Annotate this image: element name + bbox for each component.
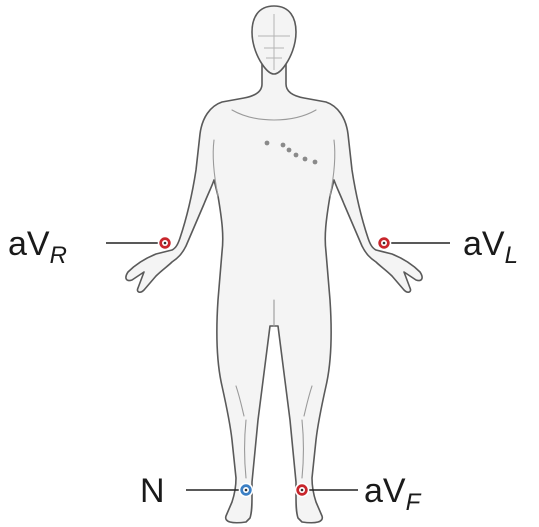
precordial-dot — [294, 153, 299, 158]
avf-label-sub: F — [406, 489, 422, 516]
human-body-figure — [126, 6, 422, 523]
body-silhouette — [126, 62, 422, 523]
avl-label-sub: L — [505, 242, 518, 269]
precordial-dot — [303, 157, 308, 162]
precordial-dot — [281, 143, 286, 148]
n-label: N — [140, 472, 165, 510]
avl-label: aVL — [463, 225, 518, 269]
left-ankle-electrode — [296, 484, 309, 497]
avf-label: aVF — [364, 472, 422, 516]
avr-label-base: aV — [8, 225, 50, 263]
precordial-dot — [313, 160, 318, 165]
avr-label: aVR — [8, 225, 67, 269]
precordial-dot — [265, 141, 270, 146]
n-label-base: N — [140, 472, 165, 510]
right-ankle-electrode — [240, 484, 253, 497]
right-wrist-electrode — [159, 237, 172, 250]
avf-label-base: aV — [364, 472, 406, 510]
avr-label-sub: R — [50, 242, 67, 269]
left-wrist-electrode — [378, 237, 391, 250]
precordial-dot — [287, 148, 292, 153]
avl-label-base: aV — [463, 225, 505, 263]
